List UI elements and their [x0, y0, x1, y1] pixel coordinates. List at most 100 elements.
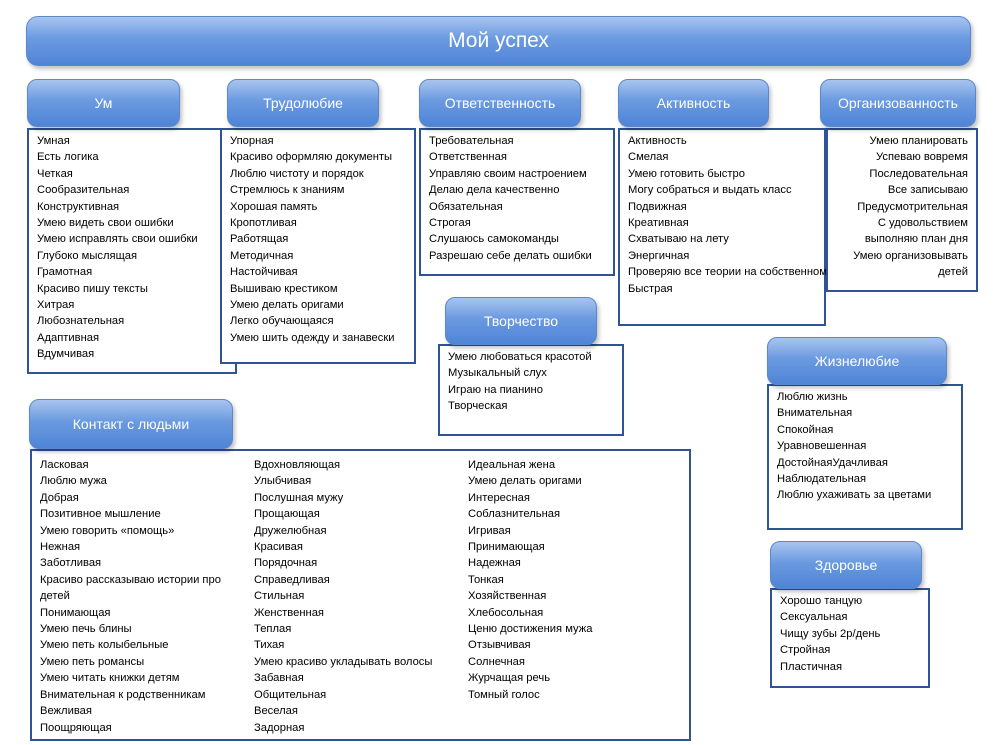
list-item: Есть логика: [37, 151, 99, 164]
list-item: Могу собраться и выдать класс: [628, 184, 792, 197]
list-item: Креативная: [628, 217, 689, 230]
list-item: Адаптивная: [37, 331, 100, 344]
list-item: Стильная: [254, 590, 305, 603]
list-item: Позитивное мышление: [40, 508, 161, 521]
list-item: Вежливая: [40, 705, 92, 718]
list-item: Стройная: [780, 644, 831, 657]
list-item: Красиво рассказываю истории про детей: [40, 573, 221, 603]
list-item: Люблю жизнь: [777, 391, 848, 403]
list-item: Заботливая: [40, 557, 102, 570]
list-item: Любознательная: [37, 315, 125, 328]
list-item: Вдумчивая: [37, 348, 95, 361]
list-item: Кропотливая: [230, 217, 297, 230]
list-item: Умею планировать: [869, 135, 968, 147]
page-title: Мой успех: [26, 16, 971, 66]
list-item: Забавная: [254, 672, 304, 685]
list-item: Задорная: [254, 721, 305, 734]
list-item: Женственная: [254, 606, 324, 619]
list-item: Проверяю все теории на собственном опыте: [628, 266, 862, 279]
list-item: Идеальная жена: [468, 459, 556, 471]
list-item: Упорная: [230, 135, 274, 147]
list-item: Делаю дела качественно: [429, 184, 560, 197]
list-item: Умею организовывать детей: [853, 249, 968, 279]
list-item: Энергичная: [628, 249, 690, 262]
list-item: Умею готовить быстро: [628, 167, 745, 180]
list-item: Томный голос: [468, 688, 540, 701]
list-item: Пластичная: [780, 660, 843, 673]
list-item: Красиво оформляю документы: [230, 151, 393, 164]
list-item: Хорошая память: [230, 200, 318, 213]
list-item: Творческая: [448, 400, 508, 413]
list-item: Солнечная: [468, 655, 525, 668]
list-item: Требовательная: [429, 135, 514, 147]
list-item: Успеваю вовремя: [876, 151, 968, 164]
list-item: Чищу зубы 2р/день: [780, 627, 881, 640]
list-item: Журчащая речь: [468, 672, 551, 685]
category-otv: Ответственность: [419, 79, 581, 127]
list-item: Все записываю: [887, 184, 968, 197]
list-item: Умею петь романсы: [40, 655, 145, 668]
list-item: Сексуальная: [780, 611, 848, 624]
category-trud: Трудолюбие: [227, 79, 379, 127]
list-item: Хозяйственная: [468, 590, 547, 603]
list-item: Добрая: [40, 491, 79, 504]
list-item: Интересная: [468, 491, 530, 504]
list-item: Предусмотрительная: [857, 200, 968, 213]
category-kontakt: Контакт с людьми: [29, 399, 233, 449]
list-item: Стремлюсь к знаниям: [230, 184, 345, 197]
list-item: Теплая: [254, 623, 292, 636]
list-item: Вышиваю крестиком: [230, 282, 338, 295]
list-item: Схватываю на лету: [628, 233, 729, 246]
list-item: Красиво пишу тексты: [37, 282, 148, 295]
list-item: Умею шить одежду и занавески: [230, 331, 395, 344]
list-item: Игривая: [468, 524, 511, 537]
list-item: Глубоко мыслящая: [37, 249, 138, 262]
list-item: Улыбчивая: [254, 475, 312, 488]
list-item: Быстрая: [628, 282, 673, 295]
list-item: С удовольствием выполняю план дня: [864, 217, 968, 246]
list-item: Хитрая: [37, 299, 75, 312]
list-item: Слушаюсь самокоманды: [429, 233, 559, 246]
list-item: Играю на пианино: [448, 383, 543, 396]
list-item: Дружелюбная: [254, 524, 327, 537]
category-tvor: Творчество: [445, 297, 597, 345]
list-item: Тонкая: [468, 573, 504, 586]
list-item: Послушная мужу: [254, 491, 344, 504]
list-item: Понимающая: [40, 606, 111, 619]
list-item: Веселая: [254, 705, 298, 718]
list-item: Умею читать книжки детям: [40, 672, 180, 685]
list-item: Вдохновляющая: [254, 459, 341, 471]
list-item: Умею красиво укладывать волосы: [254, 655, 433, 668]
list-item: ДостойнаяУдачливая: [777, 456, 888, 469]
category-um: Ум: [27, 79, 180, 127]
category-zdor: Здоровье: [770, 541, 922, 589]
list-item: Строгая: [429, 217, 471, 230]
list-item: Конструктивная: [37, 200, 120, 213]
list-item: Методичная: [230, 249, 294, 262]
list-item: Спокойная: [777, 423, 834, 436]
list-item: Ответственная: [429, 151, 507, 164]
list-item: Сообразительная: [37, 184, 130, 197]
list-item: Умная: [37, 135, 70, 147]
list-item: Внимательная к родственникам: [40, 688, 206, 701]
list-item: Легко обучающаяся: [230, 315, 334, 328]
category-akt: Активность: [618, 79, 769, 127]
list-item: Принимающая: [468, 541, 545, 554]
